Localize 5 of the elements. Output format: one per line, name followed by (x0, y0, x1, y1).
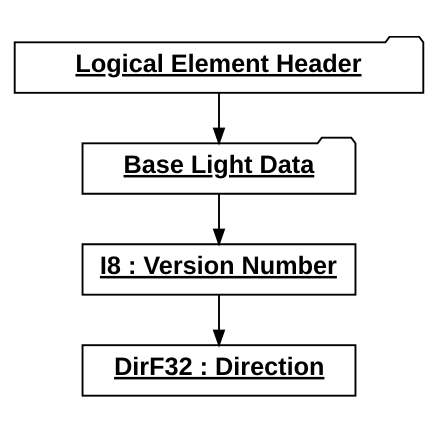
arrow (212, 92, 226, 146)
node-box: I8 : Version Number (82, 242, 356, 296)
node-box: DirF32 : Direction (82, 344, 356, 396)
arrow (212, 193, 226, 246)
arrow (212, 294, 226, 348)
